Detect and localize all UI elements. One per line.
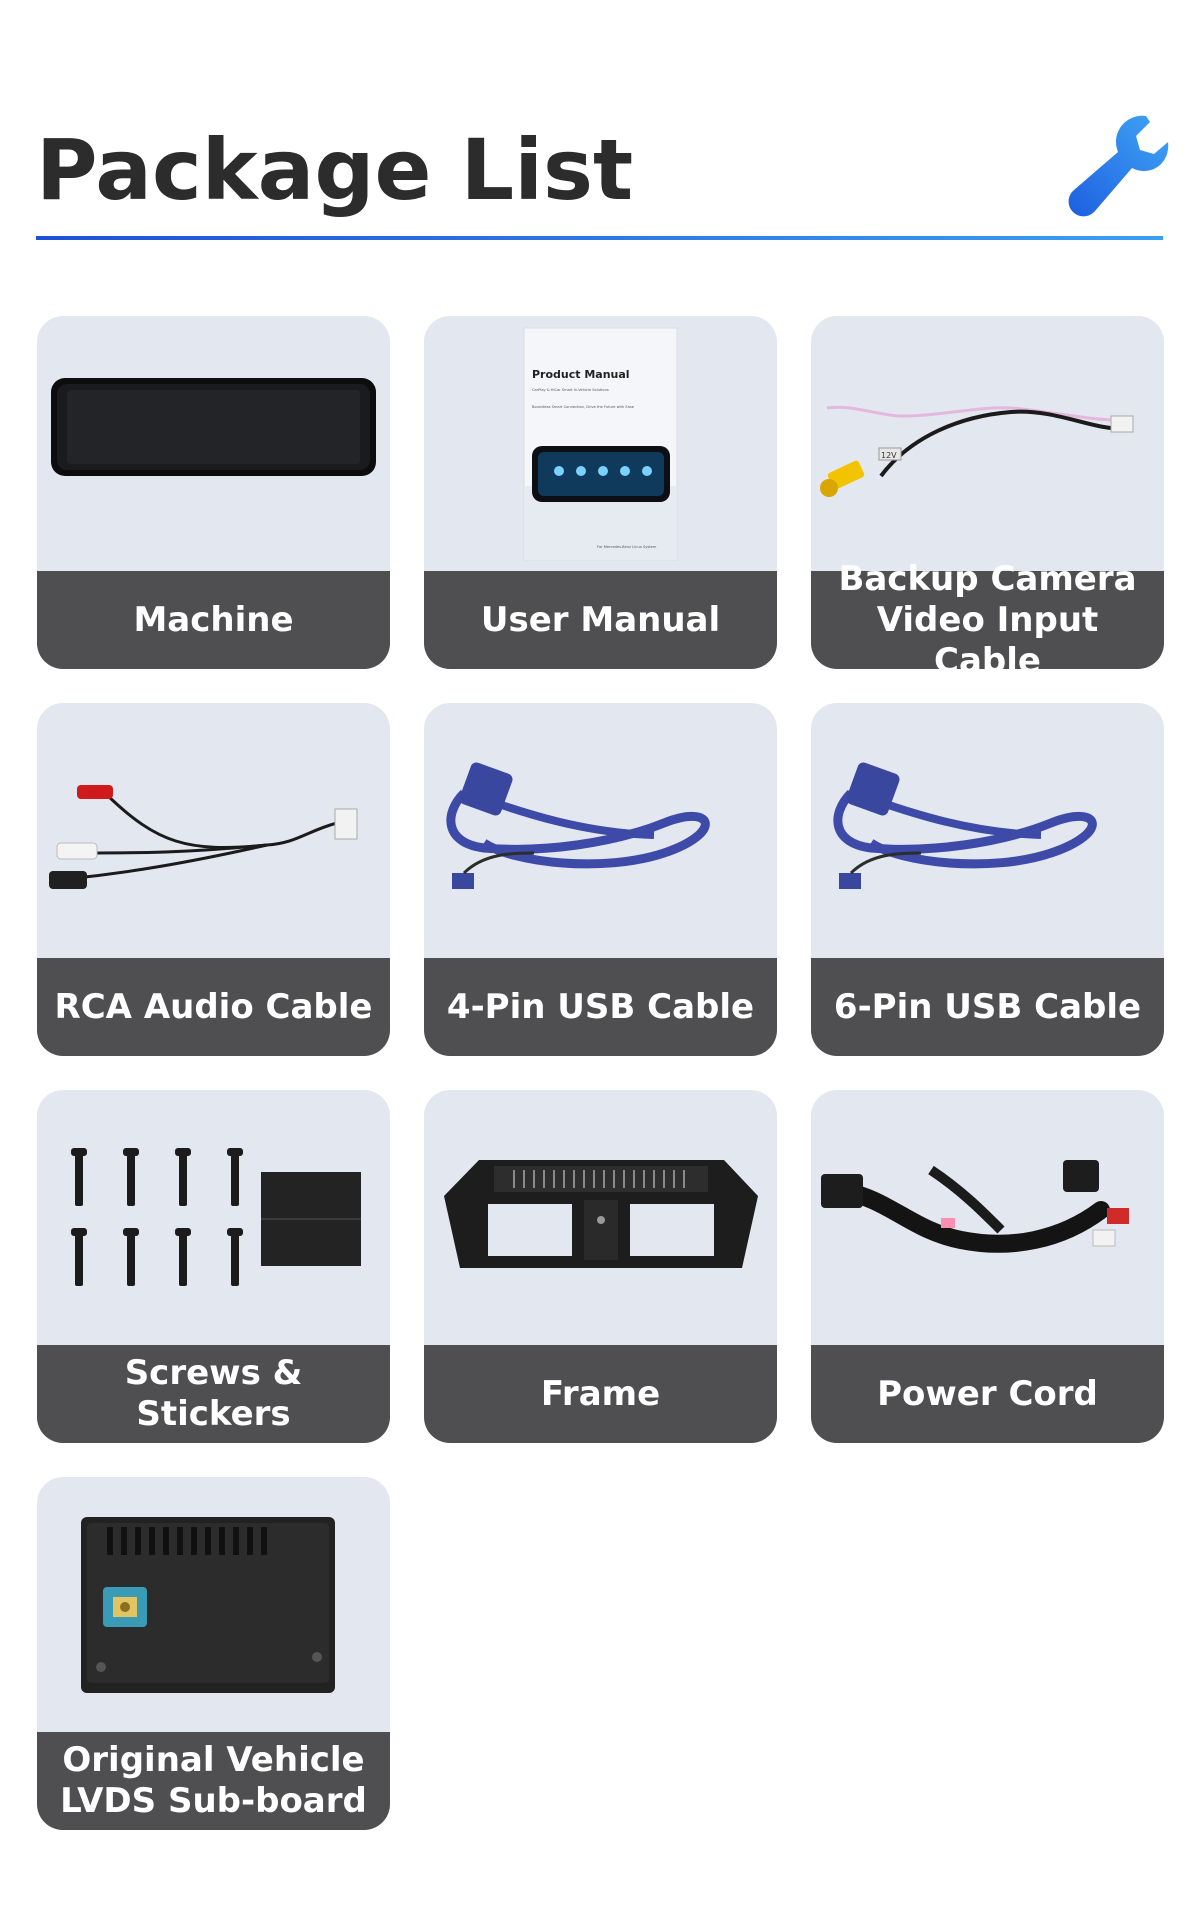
item-label: 4-Pin USB Cable [424, 958, 777, 1056]
user-manual-image: Product Manual CarPlay & HiCar Smart In-… [523, 327, 678, 561]
header-divider [36, 236, 1163, 240]
item-label: Backup Camera Video Input Cable [811, 559, 1164, 669]
manual-title: Product Manual [532, 368, 630, 381]
package-item-6pin-usb-cable: 6-Pin USB Cable [811, 703, 1164, 1056]
package-item-backup-camera-cable: 12V Backup Camera Video Input Cable [811, 316, 1164, 669]
item-label: User Manual [424, 571, 777, 669]
item-label: Machine [37, 571, 390, 669]
rca-cable-image [49, 785, 358, 889]
screws-stickers-image [71, 1148, 361, 1286]
package-item-4pin-usb-cable: 4-Pin USB Cable [424, 703, 777, 1056]
camera-cable-image: 12V [820, 405, 1134, 497]
usb-4pin-cable-image [446, 762, 710, 889]
package-item-screws-stickers: Screws & Stickers [37, 1090, 390, 1443]
power-cord-image [821, 1160, 1129, 1253]
item-label: RCA Audio Cable [37, 958, 390, 1056]
package-item-power-cord: Power Cord [811, 1090, 1164, 1443]
item-label: Power Cord [811, 1345, 1164, 1443]
package-item-rca-audio-cable: RCA Audio Cable [37, 703, 390, 1056]
item-label: Original Vehicle LVDS Sub-board [37, 1732, 390, 1830]
frame-image [444, 1160, 758, 1268]
package-item-user-manual: Product Manual CarPlay & HiCar Smart In-… [424, 316, 777, 669]
package-item-lvds-sub-board: Original Vehicle LVDS Sub-board [37, 1477, 390, 1830]
manual-subtitle: CarPlay & HiCar Smart In-Vehicle Solutio… [532, 388, 609, 392]
package-item-frame: Frame [424, 1090, 777, 1443]
item-label: Frame [424, 1345, 777, 1443]
lvds-board-image [81, 1517, 335, 1693]
manual-footer: For Mercedes-Benz Linux System [597, 545, 657, 549]
item-label: Screws & Stickers [37, 1345, 390, 1443]
package-item-machine: Machine [37, 316, 390, 669]
item-label: 6-Pin USB Cable [811, 958, 1164, 1056]
page-title: Package List [36, 121, 634, 219]
machine-image [51, 378, 376, 476]
usb-6pin-cable-image [833, 762, 1097, 889]
manual-tagline: Boundless Smart Connection, Drive the Fu… [532, 405, 635, 409]
cable-tag: 12V [881, 451, 897, 460]
wrench-icon [1068, 115, 1169, 217]
